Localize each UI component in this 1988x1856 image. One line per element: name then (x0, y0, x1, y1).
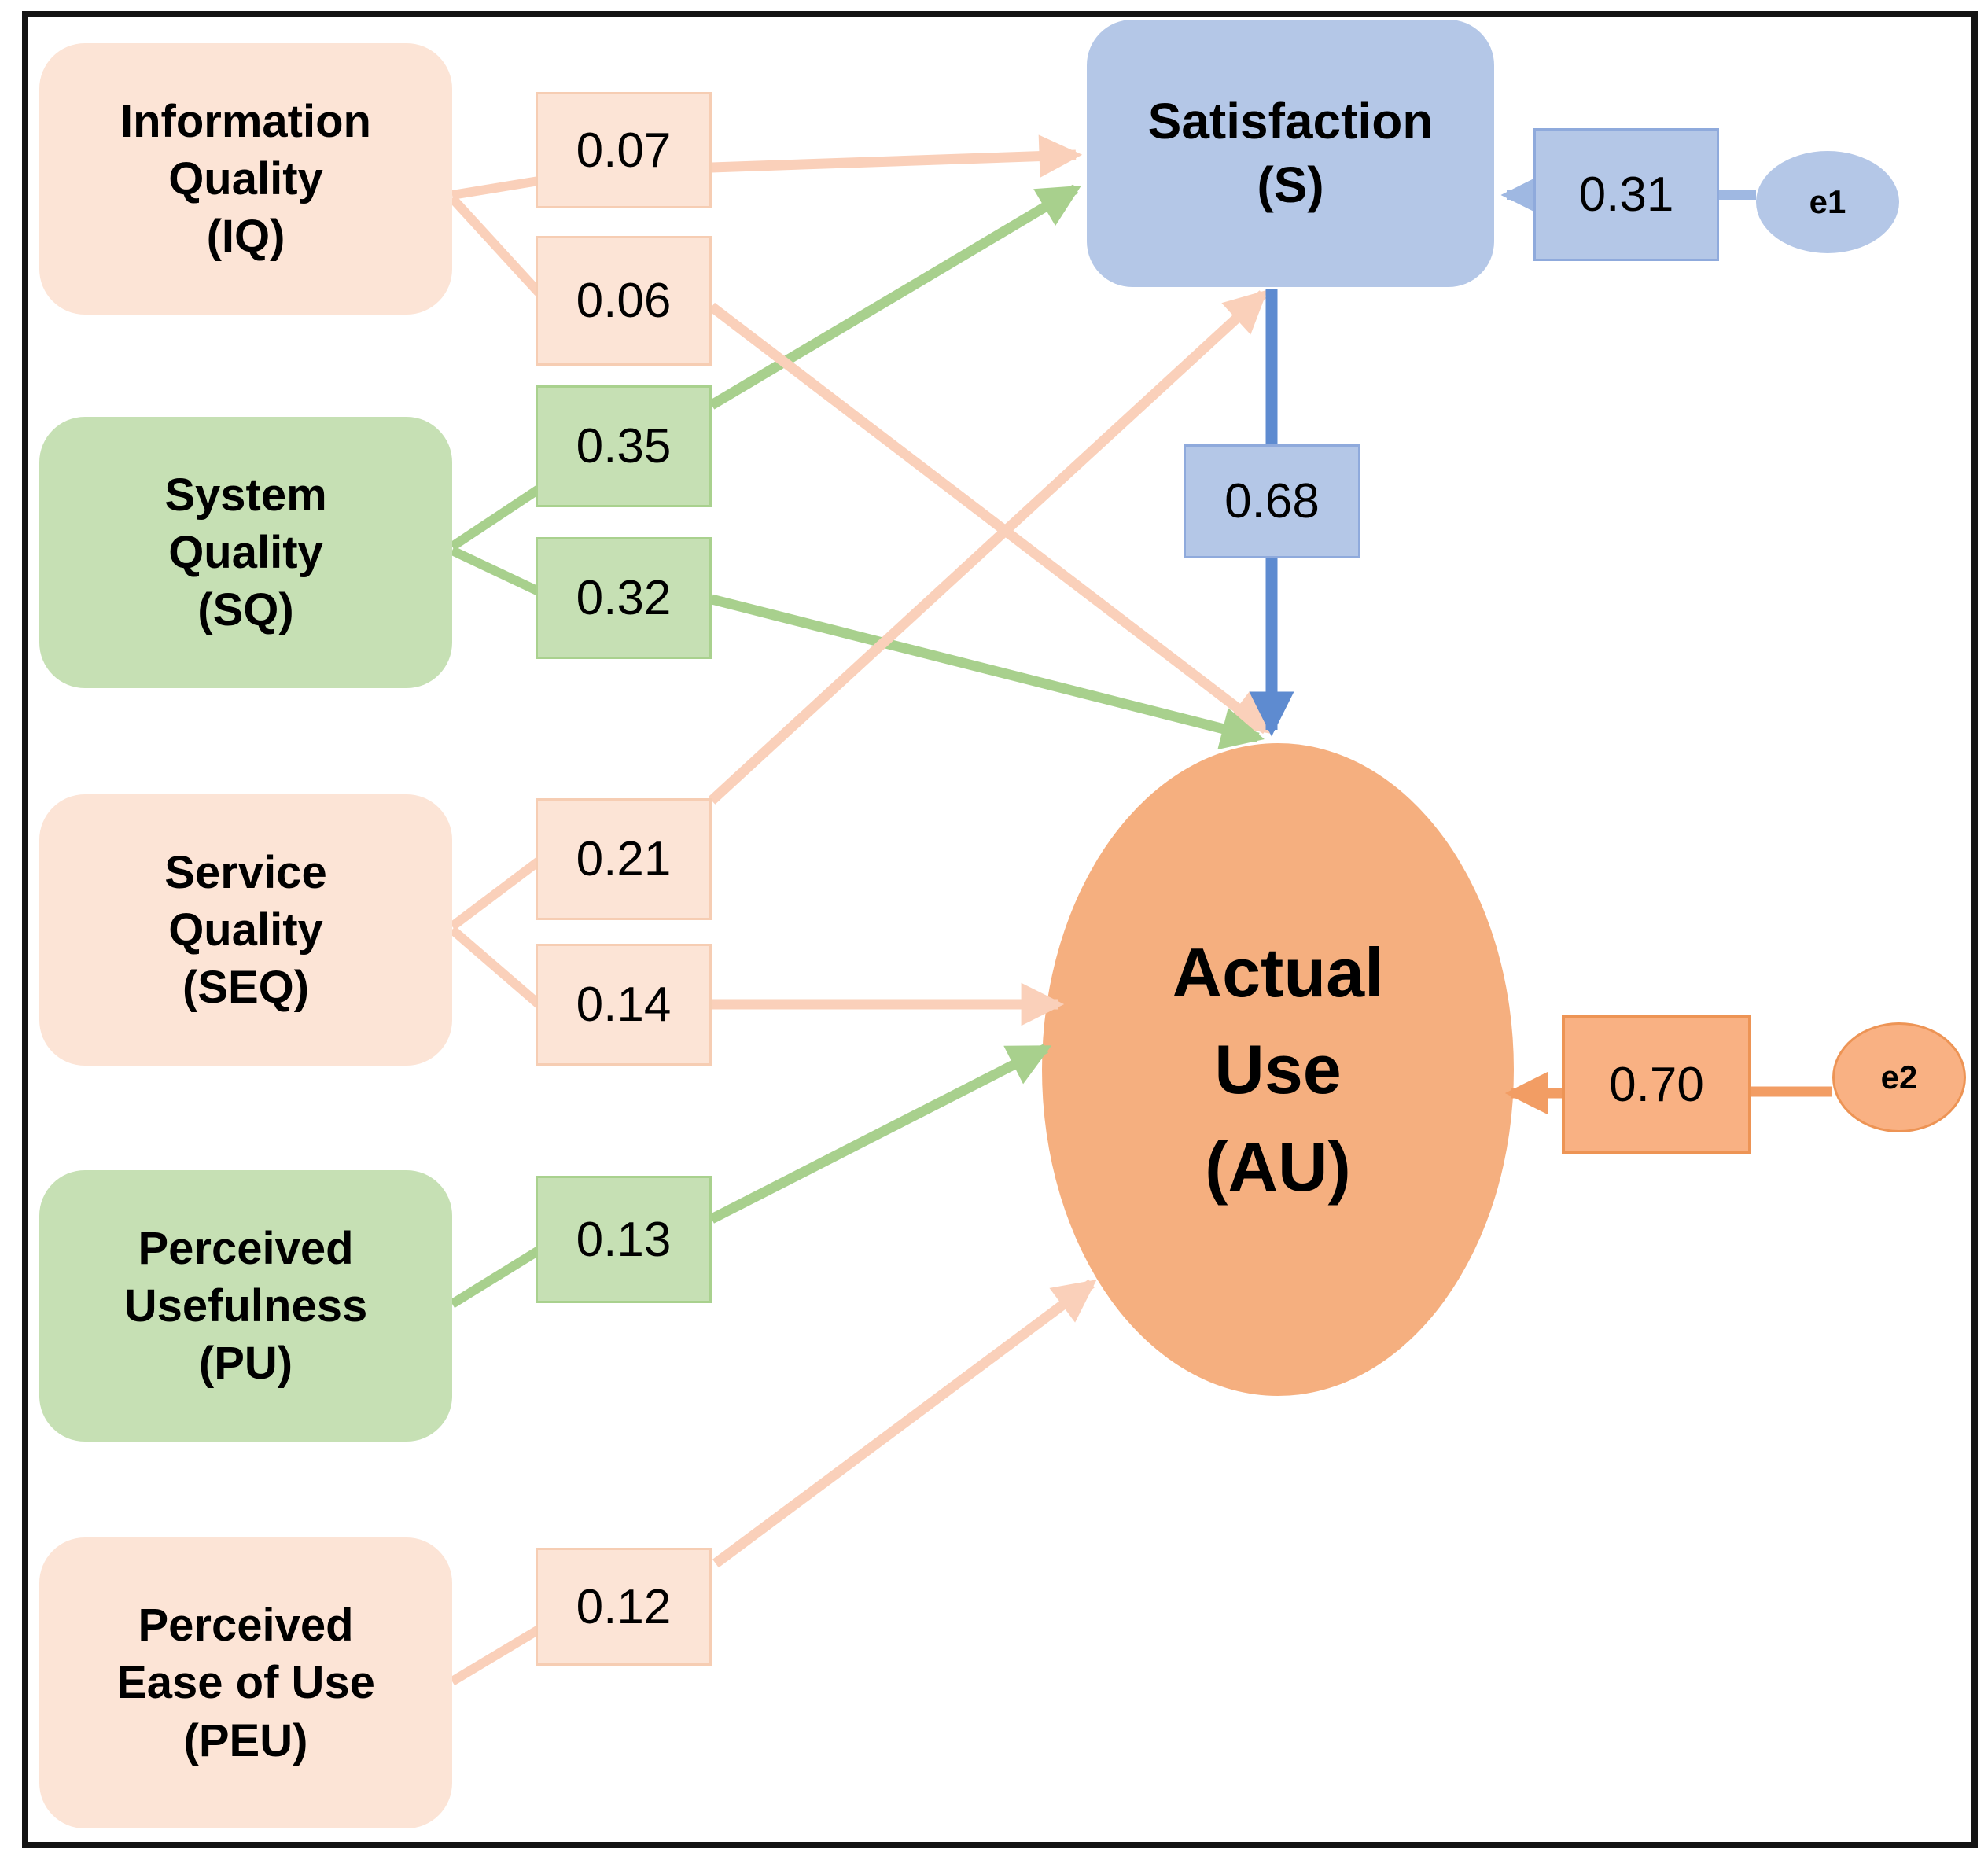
node-label-line: (SEQ) (182, 962, 310, 1014)
coef-value: 0.21 (576, 832, 672, 886)
node-label-line: Actual (1172, 934, 1384, 1012)
coef-box-s-to-au: 0.68 (1184, 444, 1360, 558)
node-label-line: (SQ) (197, 584, 294, 636)
edge-peu-to-actual-use (712, 1279, 1097, 1568)
coef-box-e2-to-au: 0.70 (1562, 1015, 1751, 1154)
node-service-quality: Service Quality (SEQ) (39, 794, 452, 1066)
node-label-line: (AU) (1205, 1127, 1351, 1206)
edge-seq-to-satisfaction (708, 289, 1268, 805)
coef-value: 0.32 (576, 571, 672, 625)
edge-iq-to-satisfaction (711, 134, 1083, 178)
node-label-line: Service (164, 846, 327, 898)
edge-sq-to-satisfaction (709, 184, 1082, 410)
connector-sq-to-coef-0.32 (450, 546, 541, 596)
connector-pu-to-coef-0.13 (449, 1246, 542, 1309)
node-perceived-ease-of-use: Perceived Ease of Use (PEU) (39, 1537, 452, 1828)
edge-pu-to-actual-use (709, 1044, 1052, 1224)
node-error-e1: e1 (1756, 151, 1899, 253)
edge-iq-to-actual-use (709, 302, 1272, 735)
coef-value: 0.70 (1609, 1058, 1704, 1112)
node-actual-use: Actual Use (AU) (1042, 743, 1514, 1396)
coef-box-e1-to-s: 0.31 (1533, 128, 1719, 261)
coef-box-sq-to-s: 0.35 (536, 385, 712, 507)
connector-seq-to-coef-0.21 (449, 857, 542, 930)
coef-box-peu-to-au: 0.12 (536, 1548, 712, 1666)
node-label-line: (PU) (198, 1338, 293, 1390)
connector-iq-to-coef-0.06 (448, 194, 543, 296)
coef-value: 0.13 (576, 1212, 672, 1267)
connector-iq-to-coef-0.07 (451, 176, 539, 200)
node-label-line: Quality (168, 526, 323, 578)
coef-box-iq-to-s: 0.07 (536, 92, 712, 208)
node-label-line: Information (120, 95, 371, 147)
node-label-line: Perceived (138, 1600, 354, 1652)
coef-box-seq-to-au: 0.14 (536, 944, 712, 1066)
node-label-line: Quality (168, 153, 323, 204)
coef-value: 0.14 (576, 978, 672, 1032)
coef-value: 0.35 (576, 419, 672, 473)
coef-value: 0.12 (576, 1579, 672, 1634)
node-label-line: Use (1214, 1030, 1342, 1109)
connector-seq-to-coef-0.14 (449, 926, 542, 1008)
connector-sq-to-coef-0.35 (449, 485, 542, 551)
coef-value: 0.31 (1578, 168, 1674, 222)
node-label-line: (S) (1257, 157, 1324, 213)
node-label-line: (IQ) (206, 211, 285, 263)
node-satisfaction: Satisfaction (S) (1087, 20, 1494, 287)
node-label-line: (PEU) (183, 1714, 308, 1766)
coef-value: 0.68 (1224, 474, 1320, 528)
node-label-line: Perceived (138, 1222, 354, 1274)
edge-sq-to-actual-use (710, 594, 1265, 750)
coef-box-iq-to-au: 0.06 (536, 236, 712, 366)
coef-value: 0.06 (576, 274, 672, 328)
connector-peu-to-coef-0.12 (449, 1625, 542, 1686)
coef-box-sq-to-au: 0.32 (536, 537, 712, 659)
node-information-quality: Information Quality (IQ) (39, 43, 452, 315)
coef-box-pu-to-au: 0.13 (536, 1176, 712, 1303)
error-label: e1 (1809, 183, 1846, 220)
error-label: e2 (1880, 1059, 1918, 1096)
coef-box-seq-to-s: 0.21 (536, 798, 712, 920)
node-label-line: Satisfaction (1147, 93, 1434, 150)
node-system-quality: System Quality (SQ) (39, 417, 452, 688)
node-label-line: Ease of Use (116, 1657, 375, 1709)
node-label-line: Usefulness (123, 1280, 368, 1331)
coef-value: 0.07 (576, 123, 672, 178)
node-perceived-usefulness: Perceived Usefulness (PU) (39, 1170, 452, 1442)
node-error-e2: e2 (1832, 1022, 1966, 1132)
node-label-line: System (164, 469, 327, 521)
diagram-border-frame (22, 11, 1978, 1848)
node-label-line: Quality (168, 904, 323, 956)
